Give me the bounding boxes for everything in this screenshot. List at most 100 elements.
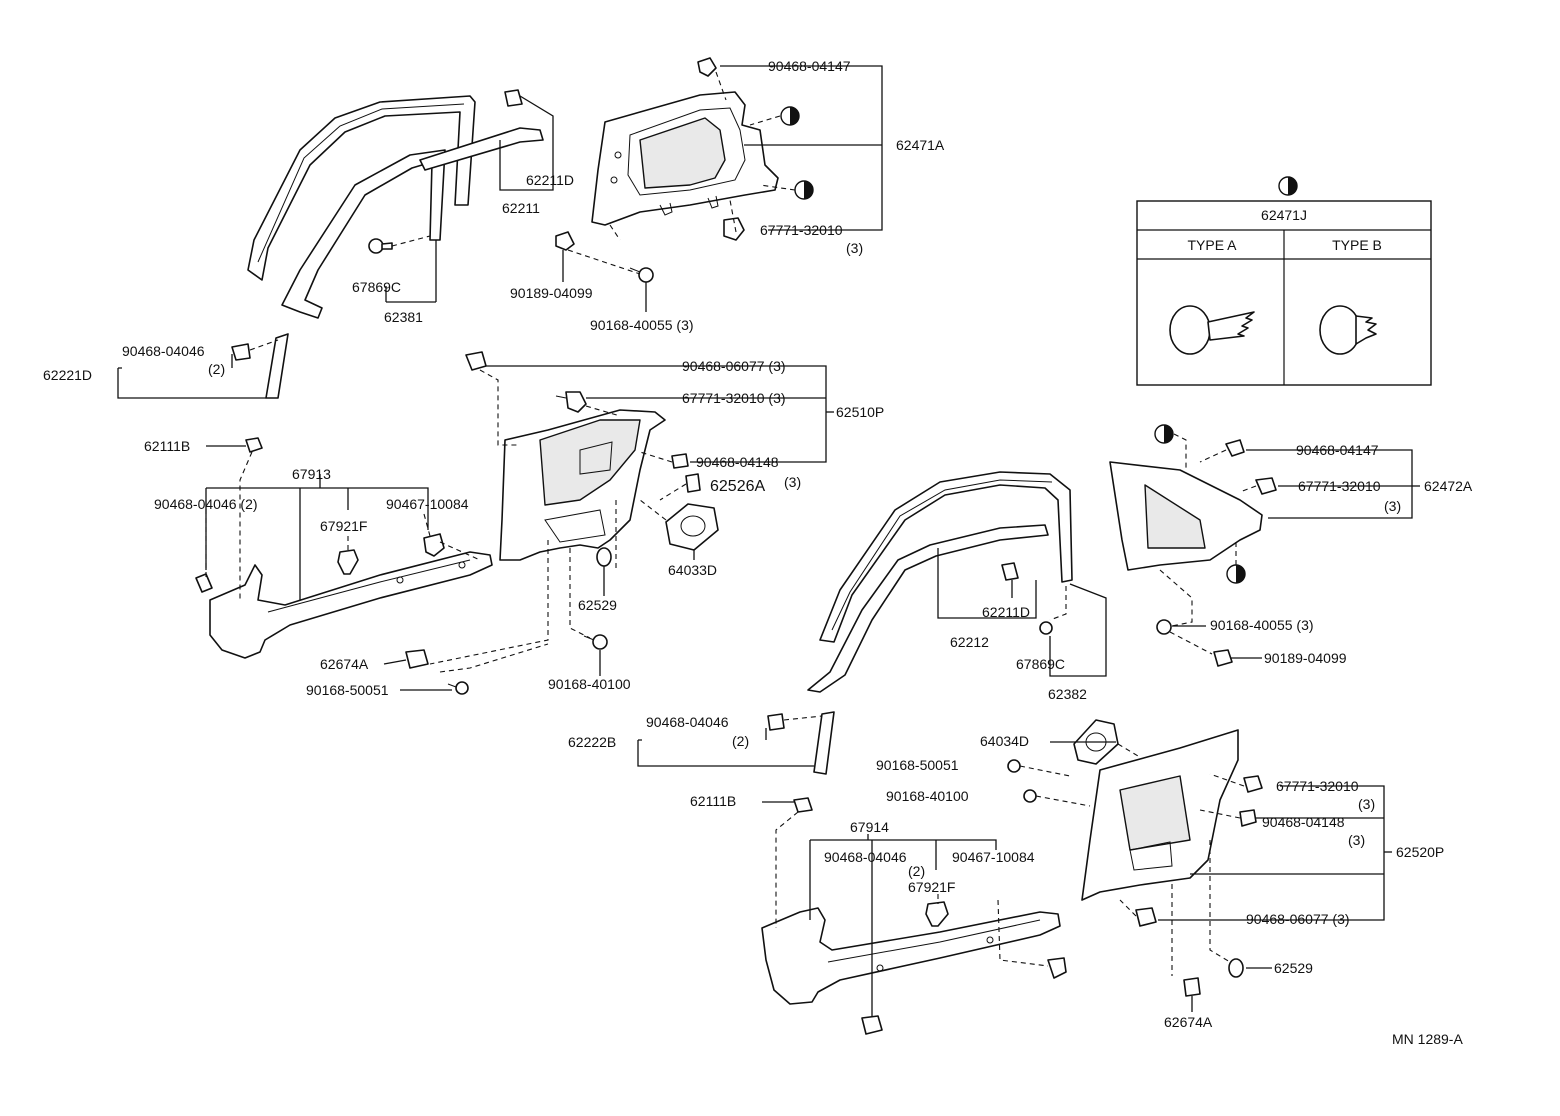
label-90467-10084-b: 90467-10084 — [952, 849, 1035, 865]
clip-90468-04046-c — [767, 713, 785, 731]
label-90168-50051-a: 90168-50051 — [306, 682, 389, 698]
label-62471A: 62471A — [896, 137, 945, 153]
label-62211: 62211 — [502, 200, 540, 216]
table-part-number: 62471J — [1261, 207, 1307, 223]
label-67921F-b: 67921F — [908, 879, 955, 895]
label-62526A: 62526A — [710, 478, 765, 495]
quarter-trim-panel-62472A — [1109, 461, 1263, 571]
label-62221D: 62221D — [43, 367, 92, 383]
quarter-trim-panel-62510P — [499, 409, 666, 561]
label-90468-04147-top: 90468-04147 — [768, 58, 851, 74]
label-64034D: 64034D — [980, 733, 1029, 749]
vent-grille-64033D — [665, 503, 719, 551]
quarter-trim-panel-62520P — [1081, 729, 1239, 901]
clip-90468-04148-a — [671, 453, 689, 469]
clip-62211D-top — [504, 89, 523, 107]
clip-67869C-r — [1039, 621, 1053, 635]
clip-90468-06077-b — [1135, 907, 1157, 927]
half-circle-marker-1 — [780, 106, 800, 126]
clip-67771-32010-b — [1243, 775, 1263, 793]
spacer-62526A — [685, 473, 701, 493]
clip-67921F-a — [337, 549, 359, 575]
label-62211D-r: 62211D — [982, 604, 1030, 620]
label-62382: 62382 — [1048, 686, 1087, 702]
half-circle-marker-2 — [794, 180, 814, 200]
label-62222B: 62222B — [568, 734, 616, 750]
half-filled-circle-icon — [1278, 176, 1298, 196]
clip-90189-04099-top — [555, 231, 575, 251]
label-62472A: 62472A — [1424, 478, 1473, 494]
clip-90468-04046-b — [195, 573, 213, 593]
label-62212: 62212 — [950, 634, 989, 650]
screw-90168-40100-b — [1023, 789, 1037, 803]
label-62520P: 62520P — [1396, 844, 1444, 860]
label-62526A-qty: (3) — [784, 474, 801, 490]
leader-lines — [117, 65, 1420, 1016]
screw-90168-40055-top — [629, 267, 654, 283]
label-90468-04148-b-qty: (3) — [1348, 832, 1365, 848]
label-90468-04046-b: 90468-04046 (2) — [154, 496, 258, 512]
clip-67771-32010-r — [1255, 477, 1277, 495]
label-90468-04046-a: 90468-04046 — [122, 343, 205, 359]
label-90468-04046-d-qty: (2) — [908, 863, 925, 879]
clip-90467-10084-b — [1047, 957, 1067, 979]
half-circle-marker-4 — [1226, 564, 1246, 584]
clip-62111B-b — [793, 797, 813, 813]
clip-67771-32010-mid — [555, 391, 587, 413]
clip-90467-10084-a — [423, 533, 445, 557]
label-62111B-b: 62111B — [690, 793, 736, 809]
label-67869C-top: 67869C — [352, 279, 401, 295]
part-labels: 90468-04147 62471A 62211D 62211 67771-32… — [43, 58, 1473, 1047]
label-90468-04148-b: 90468-04148 — [1262, 814, 1345, 830]
label-67771-32010-r: 67771-32010 — [1298, 478, 1381, 494]
label-90168-40055-top: 90168-40055 (3) — [590, 317, 694, 333]
grommet-62529-b — [1228, 958, 1244, 978]
label-90468-04046-c: 90468-04046 — [646, 714, 729, 730]
fastener-type-table: 62471J TYPE A TYPE B — [1136, 176, 1432, 386]
clip-62111B-top — [245, 437, 263, 453]
scuff-plate-67913 — [209, 551, 493, 659]
screw-90168-50051-b — [1007, 759, 1021, 773]
label-62472A-qty: (3) — [1384, 498, 1401, 514]
grommet-62529-a — [596, 547, 612, 567]
label-90468-06077-a: 90468-06077 (3) — [682, 358, 786, 374]
label-67771-32010-b-qty: (3) — [1358, 796, 1375, 812]
half-circle-marker-3 — [1154, 424, 1174, 444]
scuff-plate-67914 — [761, 907, 1061, 1005]
type-b-push-clip-icon — [1319, 305, 1377, 355]
label-90468-06077-b: 90468-06077 (3) — [1246, 911, 1350, 927]
label-90168-40055-r: 90168-40055 (3) — [1210, 617, 1314, 633]
label-67771-32010-top-qty: (3) — [846, 240, 863, 256]
clip-67869C-top — [368, 238, 393, 254]
label-62111B-top: 62111B — [144, 438, 190, 454]
clip-67771-32010-top — [723, 217, 745, 241]
center-pillar-garnish-62222B — [813, 711, 835, 775]
label-64033D: 64033D — [668, 562, 717, 578]
label-62529-a: 62529 — [578, 597, 617, 613]
label-90168-40100-b: 90168-40100 — [886, 788, 969, 804]
clip-90468-04046-d — [861, 1015, 883, 1035]
label-67914: 67914 — [850, 819, 889, 835]
label-90467-10084-a: 90467-10084 — [386, 496, 469, 512]
quarter-trim-panel-62471A — [591, 91, 779, 226]
label-90189-04099-top: 90189-04099 — [510, 285, 593, 301]
label-67913: 67913 — [292, 466, 331, 482]
label-90168-40100-a: 90168-40100 — [548, 676, 631, 692]
label-62674A-b: 62674A — [1164, 1014, 1213, 1030]
cover-62674A-b — [1183, 977, 1201, 997]
label-90189-04099-r: 90189-04099 — [1264, 650, 1347, 666]
clip-90468-04147-r — [1225, 439, 1245, 457]
center-pillar-garnish-62221D — [265, 333, 289, 399]
screw-90168-50051-a — [447, 681, 469, 695]
label-90168-50051-b: 90168-50051 — [876, 757, 959, 773]
clip-90468-04046-a — [231, 343, 251, 361]
type-b-header: TYPE B — [1332, 237, 1382, 253]
type-a-screw-clip-icon — [1169, 305, 1255, 355]
label-90468-04147-r: 90468-04147 — [1296, 442, 1379, 458]
screw-90168-40100-a — [583, 634, 608, 650]
label-67771-32010-b: 67771-32010 — [1276, 778, 1359, 794]
label-67921F-a: 67921F — [320, 518, 367, 534]
clip-90468-04147-top — [697, 57, 717, 77]
clip-67921F-b — [925, 901, 949, 927]
